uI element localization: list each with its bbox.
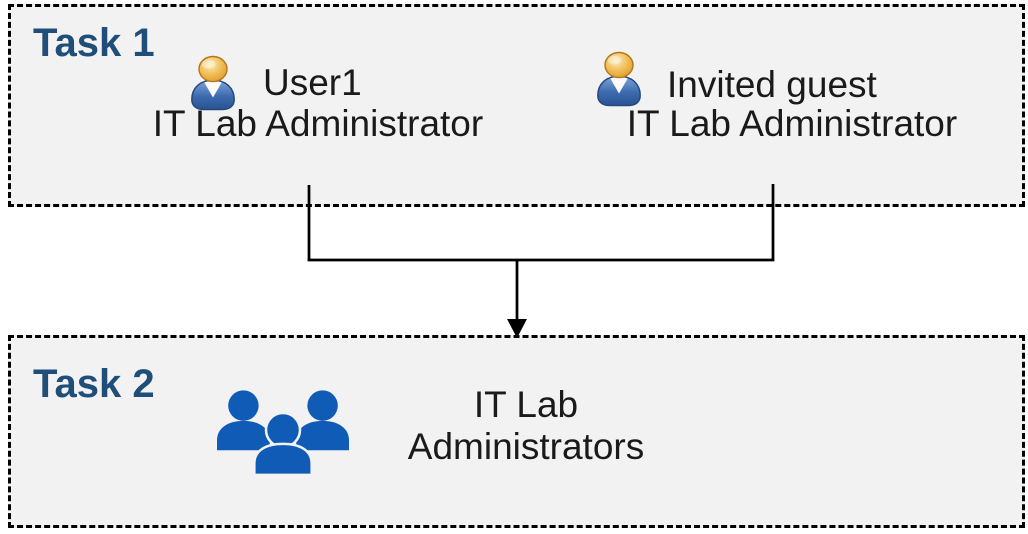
member-name-invited-guest: Invited guest bbox=[667, 64, 877, 105]
member-role-invited-guest: IT Lab Administrator bbox=[626, 103, 958, 144]
group-label: IT Lab Administrators bbox=[407, 384, 645, 467]
task2-title: Task 2 bbox=[33, 362, 155, 406]
task1-box: Task 1 bbox=[8, 4, 1025, 207]
people-group-icon bbox=[216, 390, 350, 481]
task2-box: Task 2 IT Lab Administrators bbox=[8, 335, 1025, 528]
member-name-user1: User1 bbox=[263, 62, 362, 103]
member-role-user1: IT Lab Administrator bbox=[152, 103, 484, 144]
person-icon bbox=[186, 54, 240, 117]
task1-title: Task 1 bbox=[33, 21, 155, 65]
person-icon bbox=[592, 50, 646, 113]
